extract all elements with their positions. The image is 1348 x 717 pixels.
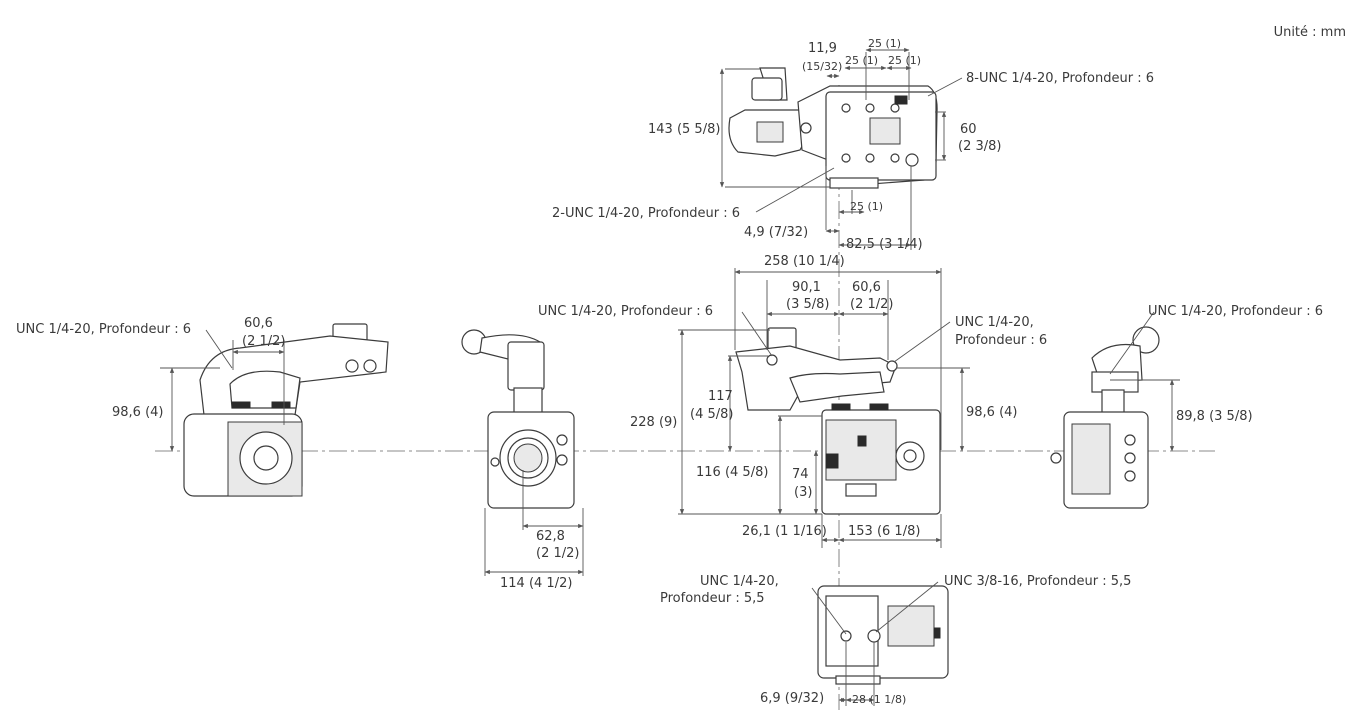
thread-left-side: UNC 1/4-20, Profondeur : 6 — [16, 322, 191, 337]
rear-view: 89,8 (3 5/8) UNC 1/4-20, Profondeur : 6 — [1050, 304, 1323, 509]
dim-90-1: 90,1 — [792, 280, 821, 295]
top-view: 143 (5 5/8) 60 (2 3/8) 11,9 (15/32) 25 (… — [552, 37, 1154, 252]
dim-228: 228 (9) — [630, 415, 677, 430]
thread-bottom-left-2: Profondeur : 5,5 — [660, 591, 765, 606]
thread-8-unc: 8-UNC 1/4-20, Profondeur : 6 — [966, 71, 1154, 86]
front-view-camera — [461, 329, 575, 509]
dim-62-8-frac: (2 1/2) — [536, 546, 579, 561]
dim-114: 114 (4 1/2) — [500, 576, 572, 591]
side-view-main: 258 (10 1/4) 90,1 (3 5/8) 60,6 (2 1/2) U… — [538, 254, 1047, 548]
top-view-camera — [728, 67, 938, 189]
dim-25-top: 25 (1) — [868, 37, 901, 50]
dim-25-right: 25 (1) — [888, 54, 921, 67]
dim-60-frac: (2 3/8) — [958, 139, 1001, 154]
dim-117-frac: (4 5/8) — [690, 407, 733, 422]
dim-153: 153 (6 1/8) — [848, 524, 920, 539]
bottom-view: UNC 1/4-20, Profondeur : 5,5 UNC 3/8-16,… — [660, 574, 1131, 706]
front-view: 114 (4 1/2) 62,8 (2 1/2) — [461, 329, 584, 591]
dim-98-6-main: 98,6 (4) — [966, 405, 1018, 420]
dim-60-6-left-frac: (2 1/2) — [242, 334, 285, 349]
thread-main-right-1: UNC 1/4-20, — [955, 315, 1034, 330]
dim-60-6-main-frac: (2 1/2) — [850, 297, 893, 312]
dim-6-9: 6,9 (9/32) — [760, 691, 824, 706]
dim-74-frac: (3) — [794, 485, 812, 500]
dim-116: 116 (4 5/8) — [696, 465, 768, 480]
thread-2-unc: 2-UNC 1/4-20, Profondeur : 6 — [552, 206, 740, 221]
dim-25-left: 25 (1) — [845, 54, 878, 67]
side-view-left: 98,6 (4) 60,6 (2 1/2) UNC 1/4-20, Profon… — [16, 316, 389, 497]
dim-143: 143 (5 5/8) — [648, 122, 720, 137]
thread-main-left: UNC 1/4-20, Profondeur : 6 — [538, 304, 713, 319]
side-view-main-camera — [735, 327, 941, 515]
thread-bottom-left-1: UNC 1/4-20, — [700, 574, 779, 589]
dim-62-8: 62,8 — [536, 529, 565, 544]
dim-82-5: 82,5 (3 1/4) — [846, 237, 923, 252]
dim-90-1-frac: (3 5/8) — [786, 297, 829, 312]
bottom-view-camera — [817, 585, 949, 685]
dim-89-8: 89,8 (3 5/8) — [1176, 409, 1253, 424]
dim-28: 28 (1 1/8) — [852, 693, 906, 706]
dim-11-9: 11,9 — [808, 41, 837, 56]
dim-25-bottom: 25 (1) — [850, 200, 883, 213]
dim-258: 258 (10 1/4) — [764, 254, 845, 269]
thread-main-right-2: Profondeur : 6 — [955, 333, 1047, 348]
thread-rear: UNC 1/4-20, Profondeur : 6 — [1148, 304, 1323, 319]
dim-60-6-main: 60,6 — [852, 280, 881, 295]
dim-60-6-left: 60,6 — [244, 316, 273, 331]
dim-117: 117 — [708, 389, 733, 404]
dim-11-9-frac: (15/32) — [802, 60, 842, 73]
dim-26-1: 26,1 (1 1/16) — [742, 524, 827, 539]
dim-4-9: 4,9 (7/32) — [744, 225, 808, 240]
side-view-left-camera — [183, 323, 389, 497]
thread-bottom-right: UNC 3/8-16, Profondeur : 5,5 — [944, 574, 1131, 589]
rear-view-camera — [1050, 326, 1160, 509]
unit-label: Unité : mm — [1274, 25, 1346, 40]
dim-98-6-left: 98,6 (4) — [112, 405, 164, 420]
dim-60: 60 — [960, 122, 977, 137]
dim-74: 74 — [792, 467, 809, 482]
